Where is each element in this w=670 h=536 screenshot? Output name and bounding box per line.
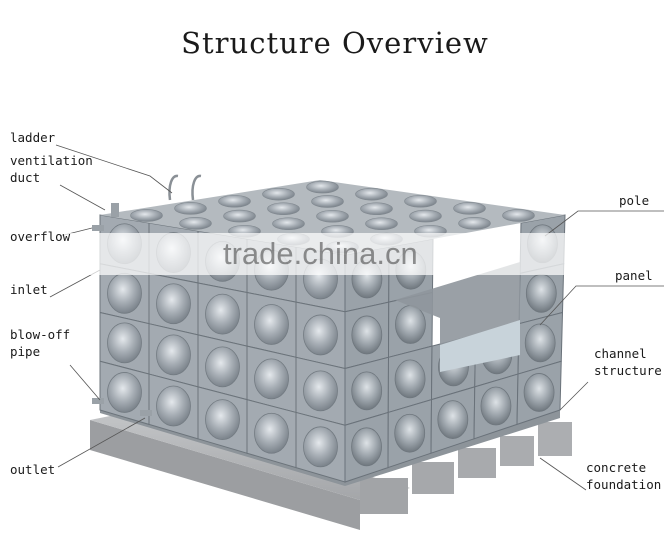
diagram-title: Structure Overview xyxy=(181,26,489,60)
channel-structure-rail xyxy=(100,405,560,486)
tank-panel xyxy=(295,411,346,483)
foundation-block xyxy=(538,422,572,456)
label-outlet: outlet xyxy=(10,462,56,477)
leader-ladder xyxy=(55,144,173,194)
tank-panel xyxy=(344,301,390,370)
roof-panel xyxy=(360,202,393,216)
leader-panel xyxy=(539,285,664,326)
tank-panel xyxy=(148,373,199,440)
leader-channel xyxy=(559,381,589,411)
foundation-block xyxy=(360,478,408,514)
label-concrete-line1: concrete xyxy=(586,460,647,475)
roof-panel xyxy=(365,217,398,231)
tank-panel xyxy=(246,291,297,358)
roof-panel xyxy=(223,209,256,223)
watermark-text: trade.china.cn xyxy=(223,236,418,271)
tank-panel xyxy=(344,356,390,426)
label-concrete-line2: foundation xyxy=(586,477,662,492)
tank-panel xyxy=(295,301,346,370)
tank-panel xyxy=(197,282,248,347)
tank-panel xyxy=(246,399,297,469)
foundation-block xyxy=(458,448,496,478)
roof-panel xyxy=(316,209,349,223)
label-ventilation-line2: duct xyxy=(10,170,41,185)
ventilation-duct-icon xyxy=(111,203,119,217)
roof-panel xyxy=(174,202,207,215)
watermark-band: trade.china.cn xyxy=(0,233,670,275)
interior-water xyxy=(440,320,520,372)
roof-panel xyxy=(218,194,251,208)
label-ladder: ladder xyxy=(10,130,56,145)
label-pole: pole xyxy=(619,193,650,208)
roof-panel xyxy=(306,180,339,194)
label-blowoff-line1: blow-off xyxy=(10,327,71,342)
foundation-block xyxy=(500,436,534,466)
tank-panel xyxy=(99,360,150,426)
tank-panel xyxy=(295,356,346,426)
label-blowoff-line2: pipe xyxy=(10,344,41,359)
roof-panel xyxy=(179,217,212,230)
leader-outlet xyxy=(57,417,146,468)
leader-pole xyxy=(544,210,664,237)
roof-panel xyxy=(502,209,535,222)
label-channel-line2: structure xyxy=(594,363,662,378)
label-ventilation-line1: ventilation xyxy=(10,153,93,168)
foundation-beam-front xyxy=(90,420,360,530)
roof-panel xyxy=(130,209,163,222)
overflow-pipe-icon xyxy=(92,225,104,231)
tank-panel xyxy=(197,386,248,454)
tank-panel xyxy=(148,323,199,388)
label-overflow: overflow xyxy=(10,229,71,244)
roof-panel xyxy=(453,202,486,215)
tank-panel xyxy=(99,311,150,375)
roof-panel xyxy=(262,187,295,201)
label-channel-line1: channel xyxy=(594,346,647,361)
tank-panel xyxy=(516,360,562,426)
roof-panel xyxy=(311,195,344,208)
label-panel: panel xyxy=(615,268,653,283)
outlet-pipe-icon xyxy=(140,410,152,416)
tank-panel xyxy=(430,386,476,454)
blow-off-pipe-icon xyxy=(92,398,104,404)
label-inlet: inlet xyxy=(10,282,48,297)
tank-panel xyxy=(473,373,519,440)
tank-panel xyxy=(387,398,433,469)
tank-panel xyxy=(344,411,389,483)
roof-panel xyxy=(404,194,437,208)
roof-panel xyxy=(355,187,388,201)
leader-ventilation xyxy=(59,184,106,211)
tank-panel xyxy=(246,345,297,414)
leader-blowoff xyxy=(69,364,101,401)
tank-panel xyxy=(197,334,248,401)
roof-panel xyxy=(458,217,491,230)
roof-panel xyxy=(272,217,305,231)
leader-concrete xyxy=(539,457,587,491)
tank-panel xyxy=(148,272,199,336)
leader-lines xyxy=(49,144,664,491)
ladder-icon xyxy=(168,174,202,201)
roof-panel xyxy=(267,202,300,216)
foundation-block xyxy=(412,462,454,494)
roof-panel xyxy=(409,209,442,223)
